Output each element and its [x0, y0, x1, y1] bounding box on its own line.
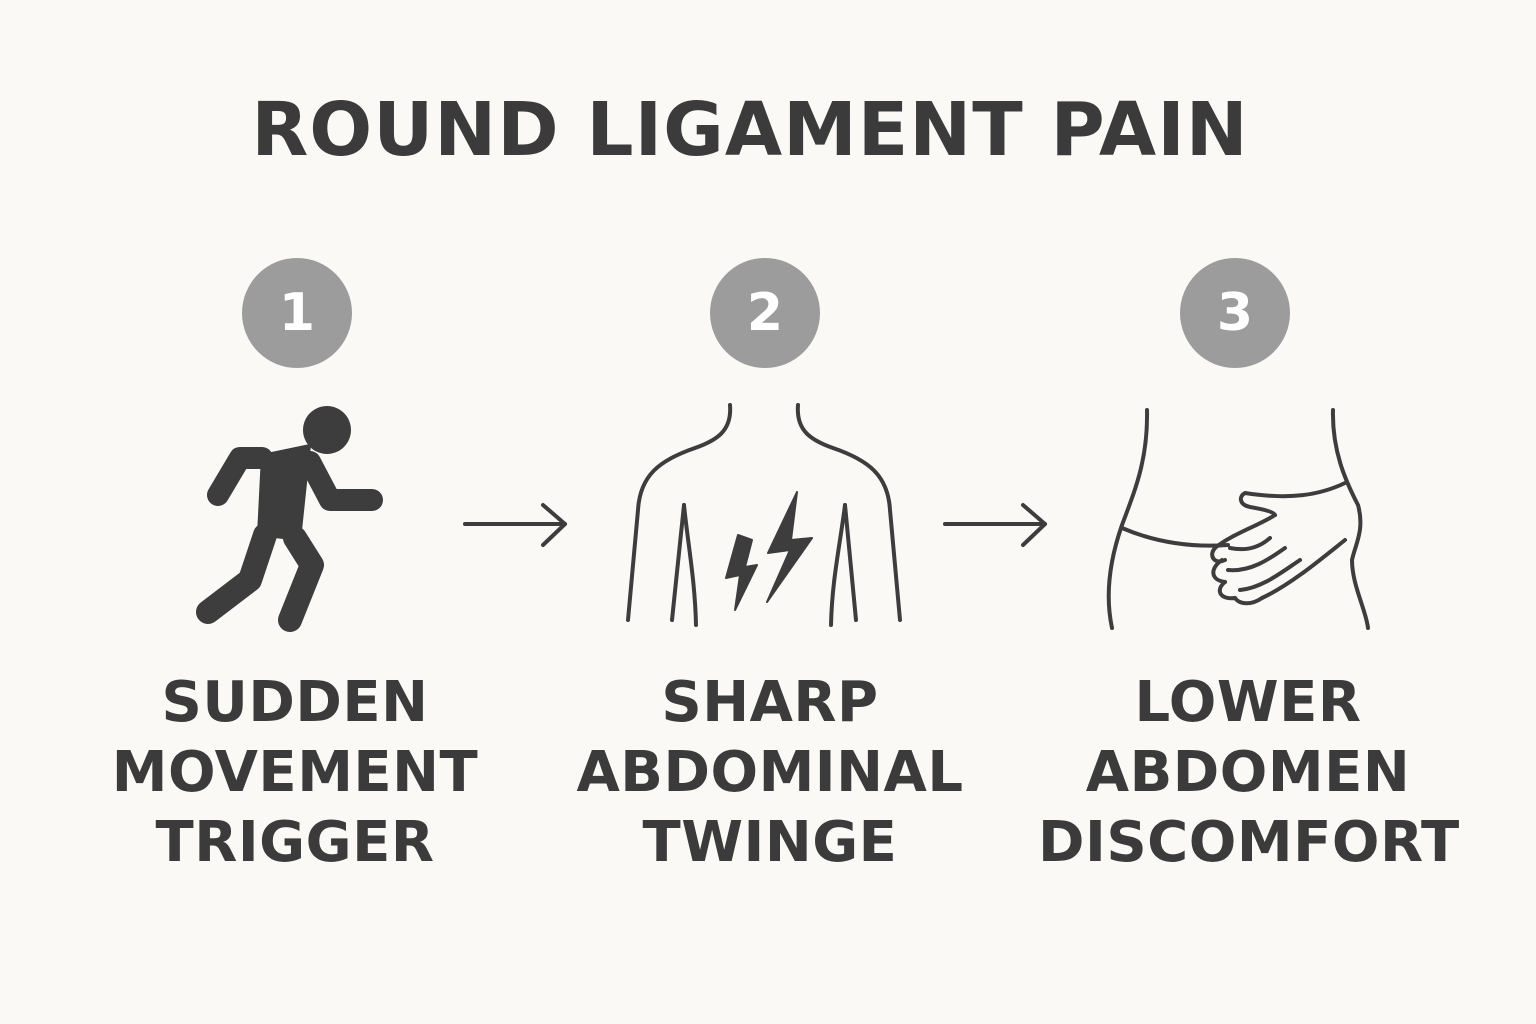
diagram-title: ROUND LIGAMENT PAIN — [251, 87, 1249, 173]
hand-on-abdomen-icon — [1106, 408, 1370, 630]
step-1-number-badge: 1 — [242, 258, 352, 368]
arrow-right-icon — [943, 503, 1047, 547]
torso-lightning-icon — [626, 403, 902, 627]
step-2-number-badge: 2 — [710, 258, 820, 368]
step-3-number-badge: 3 — [1180, 258, 1290, 368]
step-1-label: SUDDEN MOVEMENT TRIGGER — [111, 670, 479, 875]
step-3-label: LOWER ABDOMEN DISCOMFORT — [1038, 670, 1460, 875]
step-2-label: SHARP ABDOMINAL TWINGE — [576, 670, 964, 875]
running-person-icon — [196, 406, 383, 632]
arrow-right-icon — [463, 503, 567, 547]
